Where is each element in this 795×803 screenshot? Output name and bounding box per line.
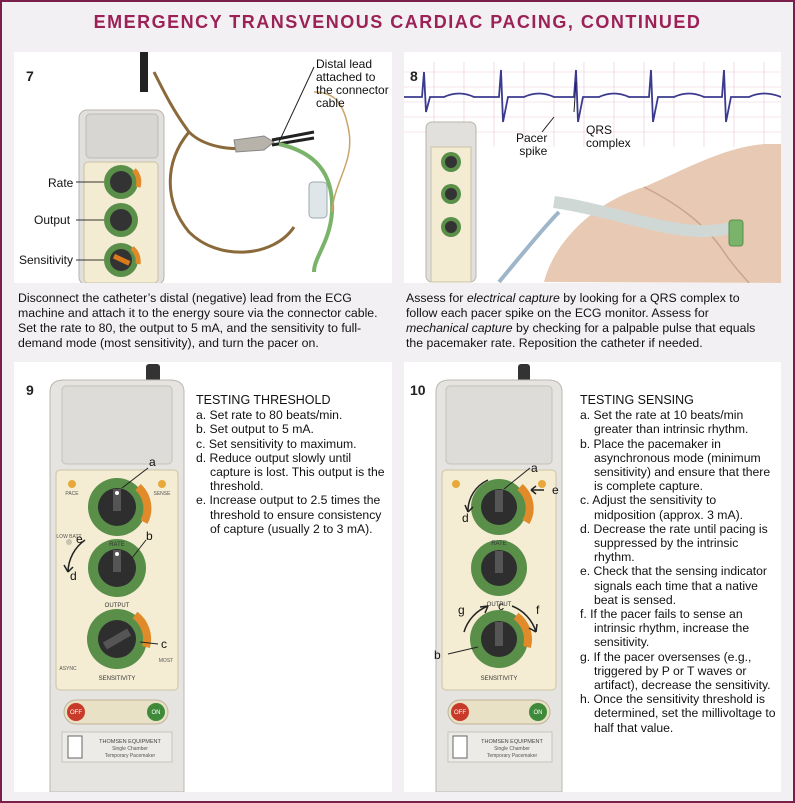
sense-text: SENSE <box>154 491 172 497</box>
on-text: ON <box>152 710 161 716</box>
panel10-callout-f: f <box>536 603 540 617</box>
on-button[interactable] <box>147 703 165 721</box>
sensitivity-text: SENSITIVITY <box>99 676 136 682</box>
pace-text: PACE <box>65 491 79 497</box>
panel10-sensitivity-dial <box>470 610 532 668</box>
low-batt-text: LOW BATT <box>56 534 81 540</box>
panel9-callout-a: a <box>149 455 156 469</box>
model-line-1-10: Single Chamber <box>494 746 530 752</box>
rate-text-10: RATE <box>491 541 507 547</box>
panel-8-caption: Assess for electrical capture by looking… <box>406 291 756 350</box>
off-text-10: OFF <box>454 710 466 716</box>
model-line-1: Single Chamber <box>112 746 148 752</box>
on-text-10: ON <box>534 710 543 716</box>
threshold-step-a: a. Set rate to 80 beats/min. <box>196 408 343 423</box>
panel7-sensitivity-dial <box>104 243 141 277</box>
panel-7-illustration <box>14 52 392 286</box>
threshold-step-d: d. Reduce output slowly until capture is… <box>196 450 385 494</box>
step-number-8: 8 <box>410 68 418 84</box>
step-number-7: 7 <box>26 68 34 84</box>
panel7-output-dial <box>104 203 138 237</box>
brand-text: THOMSEN EQUIPMENT <box>99 739 161 745</box>
sensitivity-text-10: SENSITIVITY <box>481 676 518 682</box>
sensing-step-b: b. Place the pacemaker in asynchronous m… <box>580 436 771 494</box>
sensing-step-f: f. If the pacer fails to sense an intrin… <box>580 607 750 650</box>
testing-sensing-heading: TESTING SENSING <box>580 393 694 407</box>
distal-lead-label: Distal lead attached to the connector ca… <box>316 57 389 110</box>
sensing-step-e: e. Check that the sensing indicator sign… <box>580 564 767 607</box>
panel-8-illustration <box>404 52 782 284</box>
panel10-callout-b: b <box>434 648 441 662</box>
step-number-9: 9 <box>26 382 34 398</box>
panel10-rate-dial <box>471 479 534 535</box>
off-button-10[interactable] <box>451 703 469 721</box>
panel9-output-dial <box>88 539 146 597</box>
panel9-callout-b: b <box>146 529 153 543</box>
panel9-callout-e: e <box>76 532 83 546</box>
testing-threshold-heading: TESTING THRESHOLD <box>196 393 331 407</box>
pacer-spike-label: Pacer spike <box>516 131 548 158</box>
panel-9-device: RATE OUTPUT SENSITIVITY PACE SENSE LOW B… <box>49 364 185 792</box>
sensing-step-d: d. Decrease the rate until pacing is sup… <box>580 521 768 565</box>
on-button-10[interactable] <box>529 703 547 721</box>
rate-text: RATE <box>109 542 125 548</box>
panel7-rate-dial <box>104 165 142 199</box>
panel9-sensitivity-dial <box>87 609 152 669</box>
panel9-callout-d: d <box>70 569 77 583</box>
output-text-10: OUTPUT <box>487 602 512 608</box>
off-button[interactable] <box>67 703 85 721</box>
output-label: Output <box>34 213 71 227</box>
off-text: OFF <box>70 710 82 716</box>
panel-10-steps: TESTING SENSING a. Set the rate at 10 be… <box>580 393 780 735</box>
brand-text-10: THOMSEN EQUIPMENT <box>481 739 543 745</box>
panel10-output-dial <box>471 540 527 596</box>
panel10-callout-a: a <box>531 461 538 475</box>
panel10-callout-d: d <box>462 511 469 525</box>
model-line-2: Temporary Pacemaker <box>105 753 156 759</box>
panel-7-drawing <box>76 52 351 286</box>
panel10-callout-e: e <box>552 483 559 497</box>
page-title: EMERGENCY TRANSVENOUS CARDIAC PACING, CO… <box>93 12 702 32</box>
sensitivity-label: Sensitivity <box>19 253 74 267</box>
sensing-step-a: a. Set the rate at 10 beats/min greater … <box>580 408 749 437</box>
async-text: ASYNC <box>59 666 77 672</box>
panel-9-steps: TESTING THRESHOLD a. Set rate to 80 beat… <box>196 393 392 536</box>
threshold-step-e: e. Increase output to 2.5 times the thre… <box>196 493 382 536</box>
panel-10-device: RATE OUTPUT SENSITIVITY OFF ON THOMSEN E… <box>434 364 563 792</box>
threshold-step-b: b. Set output to 5 mA. <box>196 422 314 437</box>
panel10-callout-g: g <box>458 603 465 617</box>
panel9-callout-c: c <box>161 637 167 651</box>
panel9-rate-dial <box>88 478 152 536</box>
sensing-step-c: c. Adjust the sensitivity to midposition… <box>580 493 744 522</box>
ecg-trace <box>404 69 782 123</box>
model-line-2-10: Temporary Pacemaker <box>487 753 538 759</box>
step-number-10: 10 <box>410 382 426 398</box>
threshold-step-c: c. Set sensitivity to maximum. <box>196 436 357 451</box>
most-text: MOST <box>159 658 173 664</box>
sensing-step-g: g. If the pacer oversenses (e.g., trigge… <box>580 649 771 693</box>
panel-7-caption: Disconnect the catheter’s distal (negati… <box>18 291 378 350</box>
output-text: OUTPUT <box>105 603 130 609</box>
sensing-step-h: h. Once the sensitivity threshold is det… <box>580 692 776 735</box>
panel-8-drawing <box>404 62 782 284</box>
panel10-callout-c: c <box>498 599 504 613</box>
qrs-complex-label: QRS complex <box>586 123 631 150</box>
rate-label: Rate <box>48 176 74 190</box>
